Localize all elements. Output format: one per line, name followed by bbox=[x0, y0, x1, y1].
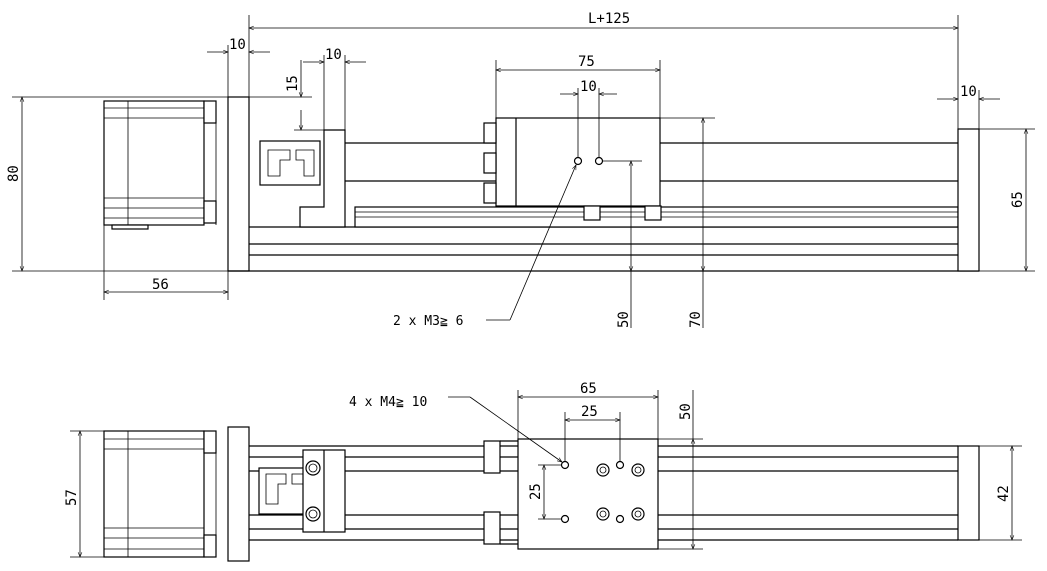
front-motor-flange bbox=[227, 96, 250, 272]
top-carriage bbox=[483, 438, 659, 550]
dim-top-hole-spacing-y: 25 bbox=[528, 483, 544, 500]
top-motor-flange bbox=[227, 426, 250, 562]
callout-m4-holes: 4 x M4≧ 10 bbox=[349, 395, 427, 410]
dim-top-end-plate-width: 42 bbox=[996, 485, 1012, 502]
dim-top-carriage-width: 50 bbox=[678, 403, 694, 420]
front-end-plate bbox=[957, 128, 980, 272]
dim-total-length: L+125 bbox=[588, 11, 630, 27]
dim-hole-height: 50 bbox=[616, 311, 632, 328]
callout-m3-holes: 2 x M3≧ 6 bbox=[393, 314, 463, 329]
front-base-rail bbox=[228, 226, 979, 272]
dim-end-plate-height: 65 bbox=[1010, 191, 1026, 208]
top-view: 65 25 50 25 57 42 bbox=[64, 381, 1022, 562]
dim-top-carriage-length: 65 bbox=[580, 381, 597, 397]
dim-motor-height: 80 bbox=[6, 165, 22, 182]
dim-carriage-length: 75 bbox=[578, 54, 595, 70]
front-carriage bbox=[483, 117, 662, 221]
dim-motor-flange-thickness: 10 bbox=[229, 37, 246, 53]
front-view: L+125 10 10 15 75 bbox=[6, 11, 1035, 329]
dim-end-plate-thickness: 10 bbox=[960, 84, 977, 100]
dim-coupler-height-offset: 15 bbox=[285, 75, 301, 92]
front-guide-rods bbox=[345, 142, 958, 182]
dim-coupler-block-width: 10 bbox=[325, 47, 342, 63]
dim-top-hole-spacing-x: 25 bbox=[581, 404, 598, 420]
front-motor bbox=[103, 100, 217, 230]
dim-top-motor-width: 57 bbox=[64, 489, 80, 506]
dim-motor-length: 56 bbox=[152, 277, 169, 293]
front-coupler bbox=[259, 140, 321, 186]
top-support-block bbox=[302, 449, 346, 533]
dim-carriage-height: 70 bbox=[688, 311, 704, 328]
dim-hole-spacing: 10 bbox=[580, 79, 597, 95]
top-dimensions: 65 25 50 25 57 42 bbox=[64, 381, 1022, 558]
front-dimensions: L+125 10 10 15 75 bbox=[6, 11, 1035, 329]
top-motor bbox=[103, 430, 217, 558]
top-end-plate bbox=[957, 445, 980, 541]
